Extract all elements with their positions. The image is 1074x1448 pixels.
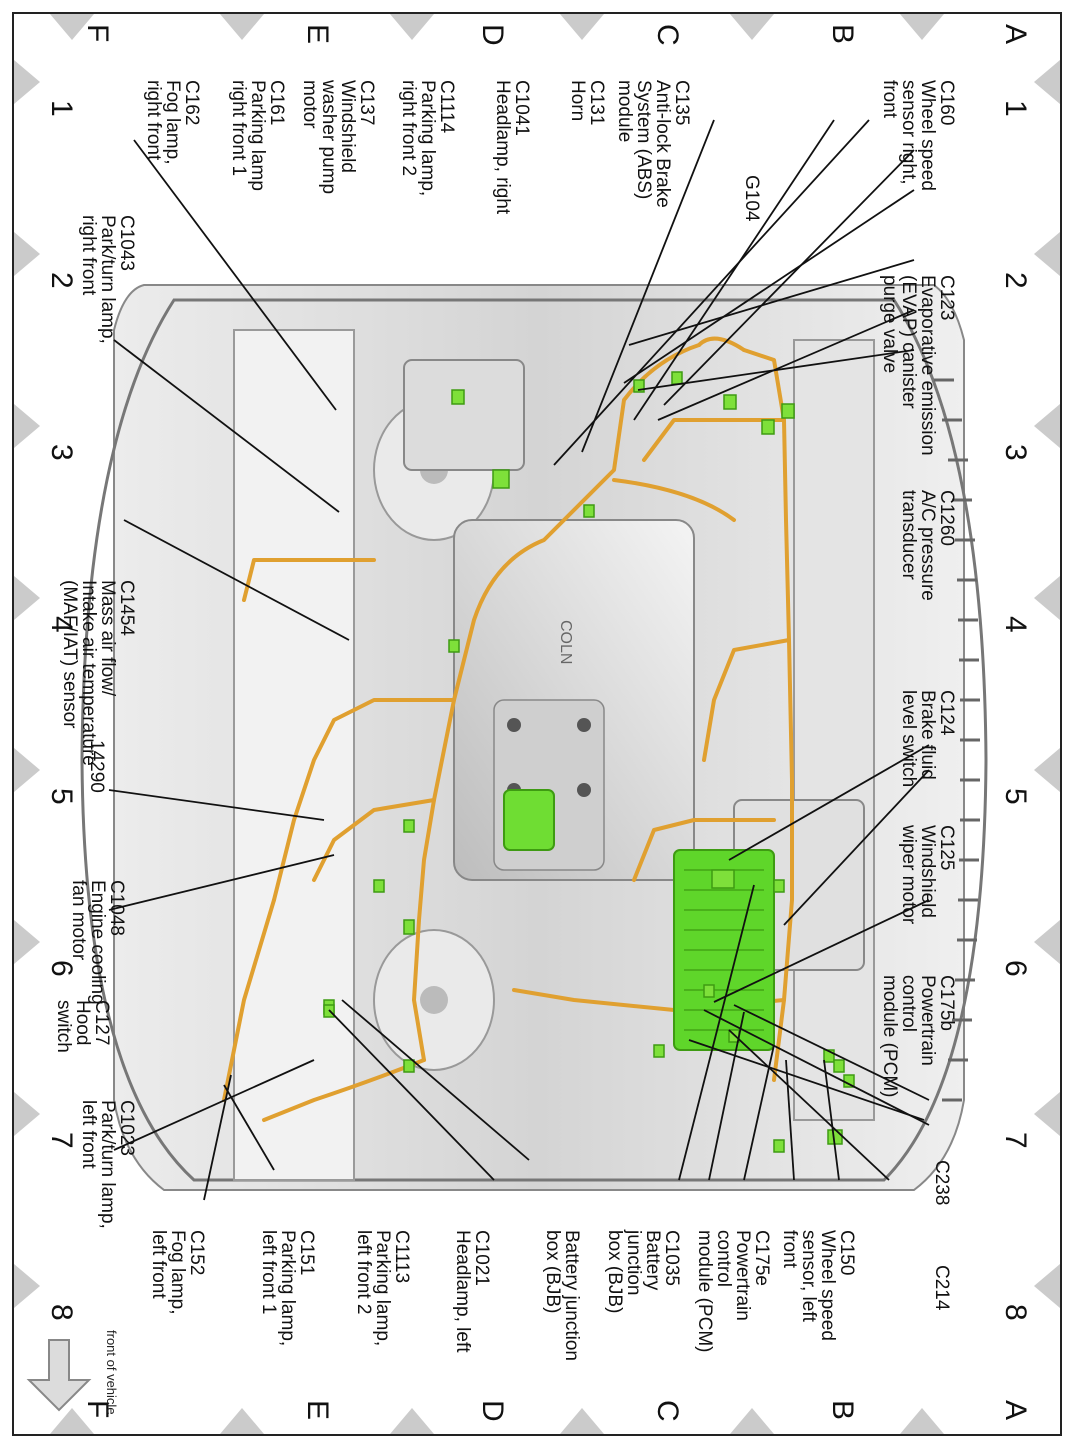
- grid-row-c-left: C: [651, 24, 684, 46]
- grid-col-8-top: 8: [999, 1304, 1032, 1321]
- connectors: [323, 371, 855, 1153]
- front-of-vehicle-label: front of vehicle: [104, 1330, 119, 1415]
- label-c238: C238: [931, 1160, 952, 1206]
- label-14290: 14290: [86, 740, 107, 793]
- grid-row-f-left: F: [81, 24, 114, 43]
- grid-col-3-bottom: 3: [45, 444, 78, 461]
- grid-row-d-left: D: [476, 24, 509, 46]
- grid-col-5-top: 5: [999, 788, 1032, 805]
- grid-col-1-bottom: 1: [45, 100, 78, 117]
- grid-col-2-top: 2: [999, 272, 1032, 289]
- grid-col-7-top: 7: [999, 1132, 1032, 1149]
- grid-row-b-right: B: [826, 1400, 859, 1421]
- grid-col-4-top: 4: [999, 616, 1032, 633]
- label-c214: C214: [931, 1265, 952, 1311]
- grid-row-e-left: E: [301, 24, 334, 45]
- grid-markers: [14, 14, 1060, 1434]
- grid-col-8-bottom: 8: [45, 1304, 78, 1321]
- grid-col-1-top: 1: [999, 100, 1032, 117]
- leader-lines: [108, 119, 930, 1201]
- grid-col-3-top: 3: [999, 444, 1032, 461]
- grid-row-a-left: A: [999, 24, 1032, 45]
- engine-cover-badge: COLN: [557, 620, 574, 665]
- grid-row-c-right: C: [651, 1400, 684, 1422]
- pcm-connector-block: [503, 789, 555, 851]
- grid-row-d-right: D: [476, 1400, 509, 1422]
- front-of-vehicle-arrow: [26, 1339, 92, 1412]
- grid-col-6-top: 6: [999, 960, 1032, 977]
- grid-row-a-right: A: [999, 1400, 1032, 1421]
- grid-row-e-right: E: [301, 1400, 334, 1421]
- grid-row-b-left: B: [826, 24, 859, 45]
